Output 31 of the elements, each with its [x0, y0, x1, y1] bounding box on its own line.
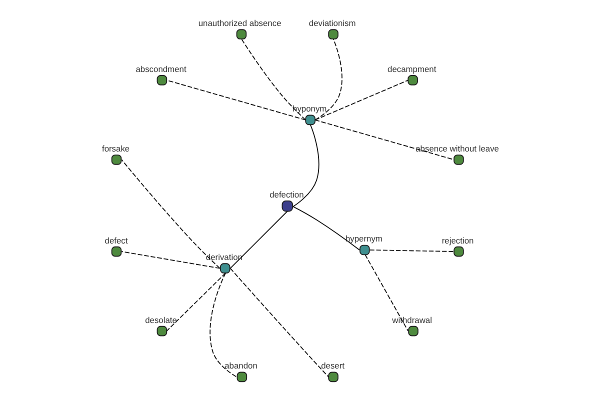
node-label: forsake	[101, 143, 130, 154]
connector	[229, 268, 328, 378]
node-label: unauthorized absence	[198, 18, 281, 28]
connector	[120, 159, 220, 269]
node-label: decampment	[387, 64, 436, 74]
connector	[292, 206, 360, 250]
connector	[166, 272, 226, 332]
node-label: abandon	[224, 360, 257, 371]
node-label: deviationism	[308, 18, 356, 28]
node-label: hyponym	[292, 104, 326, 114]
connector	[314, 38, 342, 120]
node-label: rejection	[441, 235, 474, 246]
connector	[240, 38, 306, 120]
node-label: abscondment	[135, 64, 186, 74]
connector	[292, 124, 319, 207]
node-label: absence without leave	[415, 143, 498, 154]
node-label: desolate	[144, 314, 176, 325]
connector	[314, 119, 454, 160]
connector	[166, 80, 306, 120]
node-label: derivation	[205, 252, 242, 262]
connector	[229, 210, 288, 269]
connector	[364, 254, 408, 332]
node-label: desert	[320, 360, 344, 371]
node-label: defect	[104, 235, 128, 246]
node-label: defection	[269, 189, 304, 200]
node-label: hypernym	[344, 234, 382, 244]
node-label: withdrawal	[392, 314, 432, 325]
connector	[314, 80, 408, 120]
connector	[120, 251, 220, 269]
connector	[209, 272, 237, 378]
connector	[368, 250, 454, 252]
